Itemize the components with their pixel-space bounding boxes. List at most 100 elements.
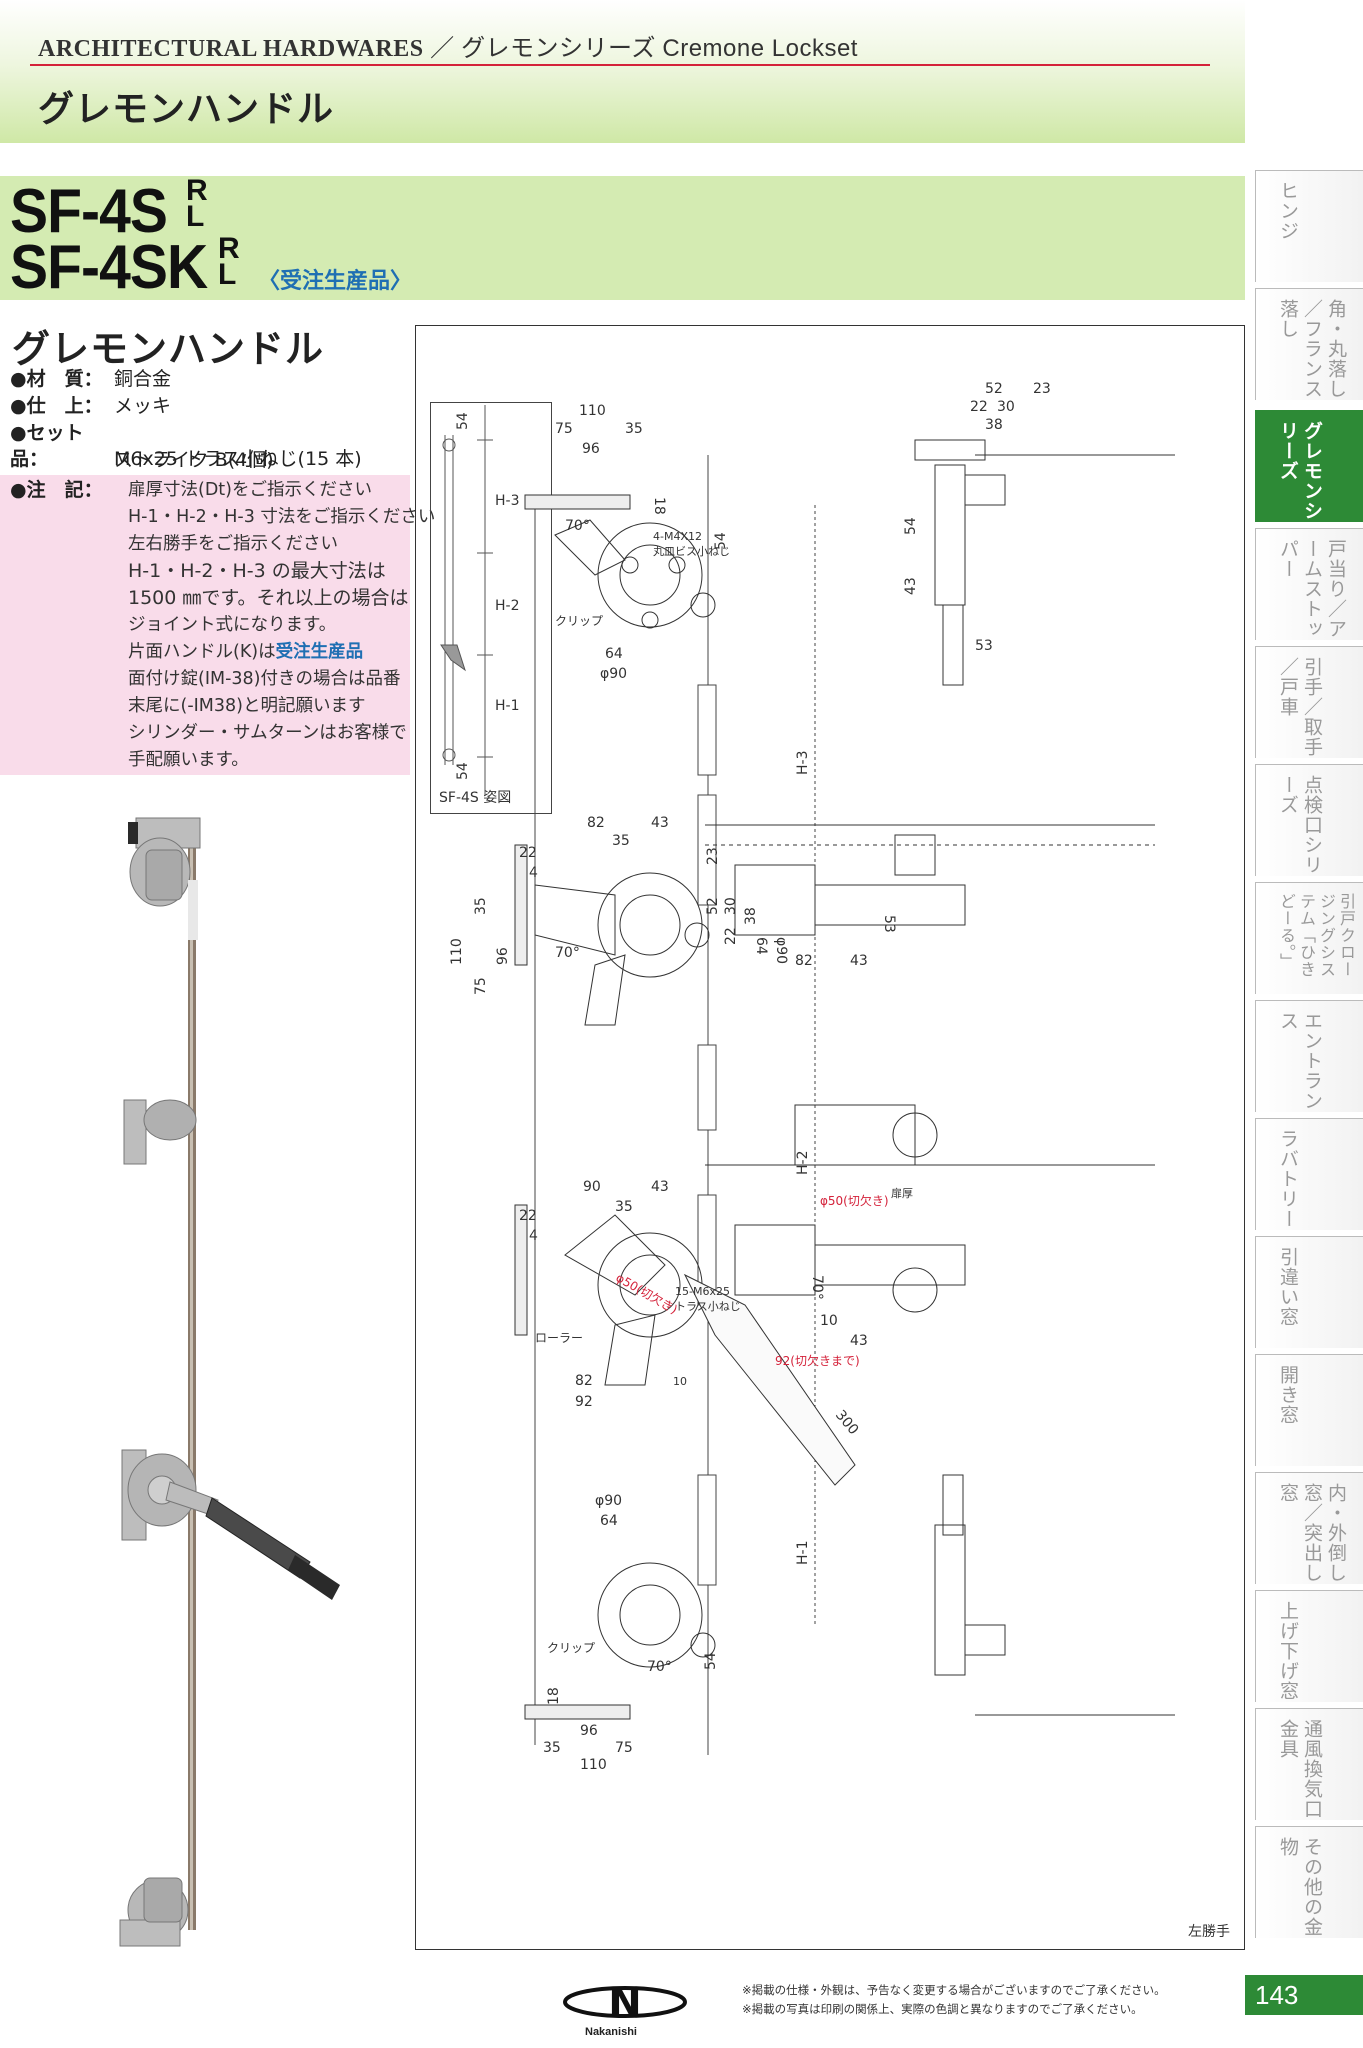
header-category-en: ARCHITECTURAL HARDWARES: [38, 36, 424, 62]
spec-material: ●材 質： 銅合金: [10, 366, 171, 392]
side-dim-52-b: 52: [705, 897, 721, 915]
side-dim-23-b: 23: [705, 847, 721, 865]
dim-110-c: 110: [580, 1757, 607, 1773]
dim-110: 110: [579, 403, 606, 419]
spec-label: ●仕 上：: [10, 395, 103, 417]
side-dim-54: 54: [903, 517, 919, 535]
tab-label: その他の金物: [1277, 1837, 1323, 1937]
dim-82: 82: [587, 815, 605, 831]
tab-label: 引違い窓: [1277, 1247, 1299, 1327]
dim-64: 64: [605, 646, 623, 662]
side-dim-23: 23: [1033, 381, 1051, 397]
tab-ventilation[interactable]: 通風換気口金具: [1255, 1708, 1363, 1820]
side-phi50-notch: φ50(切欠き): [820, 1193, 889, 1208]
tab-label: 引手／取手／戸車: [1277, 657, 1323, 757]
notes-label: ●注 記：: [10, 479, 103, 501]
tab-hinge[interactable]: ヒンジ: [1255, 170, 1363, 282]
tab-sliding-window[interactable]: 引違い窓: [1255, 1236, 1363, 1348]
note-line-k: 片面ハンドル(K)は受注生産品: [128, 639, 363, 666]
page-number: 143: [1245, 1975, 1363, 2015]
spec-set: ●セット品：M6x25 トラス小ねじ(15 本): [10, 420, 362, 472]
dim-35: 35: [625, 421, 643, 437]
technical-drawing: 54 H-3 H-2 H-1 54 SF-4S 姿図 110 75 35 96 …: [439, 381, 1175, 1773]
sketch-elevation: [440, 405, 493, 795]
notes-box: [0, 475, 410, 775]
tab-label: グレモンシリーズ: [1277, 421, 1323, 521]
tab-tilt-window[interactable]: 内・外倒し窓／突出し窓: [1255, 1472, 1363, 1584]
header-category: ARCHITECTURAL HARDWARES ／ グレモンシリーズ Cremo…: [38, 28, 858, 63]
tab-label: 戸当り／アームストッパー: [1277, 539, 1347, 639]
dim-43: 43: [651, 815, 669, 831]
dim-96-c: 96: [580, 1723, 598, 1739]
side-view-middle: [705, 824, 1155, 936]
screw-spec: 4-M4X12: [653, 530, 702, 543]
logo-letter: N: [608, 1980, 641, 2026]
dim-h2: H-2: [795, 1151, 811, 1176]
note-line: 1500 ㎜です。それ以上の場合は: [128, 587, 409, 609]
handle-assembly: [514, 1204, 856, 1486]
note-line: 末尾に(-IM38)と明記願います: [128, 696, 366, 716]
angle-70-d: 70°: [647, 1659, 672, 1675]
model2-l: L: [218, 258, 237, 291]
note-order-highlight: 受注生産品: [275, 642, 364, 662]
header-series-jp: グレモンシリーズ: [461, 34, 656, 62]
clip-label-b: クリップ: [547, 1641, 595, 1655]
dim-75-c: 75: [615, 1740, 633, 1756]
tab-casement-window[interactable]: 開き窓: [1255, 1354, 1363, 1466]
header-separator: ／: [430, 34, 455, 62]
spec-label: ●材 質：: [10, 368, 103, 390]
spec-value: メッキ: [114, 395, 172, 417]
spec-set-2: ストライク B(4個): [10, 447, 274, 473]
footer-note-2: ※掲載の写真は印刷の関係上、実際の色調と異なりますのでご了承ください。: [742, 2002, 1143, 2016]
sketch-dim-54-top: 54: [455, 412, 471, 430]
tab-door-stop[interactable]: 戸当り／アームストッパー: [1255, 528, 1363, 640]
order-note: 〈受注生産品〉: [258, 269, 413, 294]
dim-75-b: 75: [473, 977, 489, 995]
dim-54: 54: [713, 532, 729, 550]
model1-l: L: [186, 200, 205, 233]
tab-hung-window[interactable]: 上げ下げ窓: [1255, 1590, 1363, 1702]
side-dim-43-b: 43: [850, 953, 868, 969]
dim-82-b: 82: [575, 1373, 593, 1389]
dim-h3: H-3: [795, 751, 811, 776]
dim-22: 22: [519, 845, 537, 861]
tab-lavatory[interactable]: ラバトリー: [1255, 1118, 1363, 1230]
side-view-handle: [705, 1104, 1155, 1313]
tab-pull-handle[interactable]: 引手／取手／戸車: [1255, 646, 1363, 758]
header-subtitle: グレモンハンドル: [38, 89, 335, 130]
dim-35-d: 35: [615, 1199, 633, 1215]
clip-label: クリップ: [555, 614, 603, 628]
tab-access-panel[interactable]: 点検口シリーズ: [1255, 764, 1363, 876]
side-dim-43-c: 43: [850, 1333, 868, 1349]
model-name-1: SF-4S: [10, 177, 168, 246]
dim-35-c: 35: [473, 897, 489, 915]
tab-sliding-closer[interactable]: 引戸クロージングシステム「ひきどーる。」: [1255, 882, 1363, 994]
dim-75: 75: [555, 421, 573, 437]
tab-label: 通風換気口金具: [1277, 1719, 1323, 1819]
sketch-h2: H-2: [495, 598, 520, 614]
side-dim-30: 30: [997, 399, 1015, 415]
spec-value: ストライク B(4個): [114, 449, 274, 471]
dim-92: 92: [575, 1394, 593, 1410]
dim-43-b: 43: [651, 1179, 669, 1195]
tab-other-hardware[interactable]: その他の金物: [1255, 1826, 1363, 1938]
spec-value: 銅合金: [114, 368, 172, 390]
footer-note-1: ※掲載の仕様・外観は、予告なく変更する場合がございますのでご了承ください。: [742, 1983, 1166, 1997]
note-line: 面付け錠(IM-38)付きの場合は品番: [128, 669, 401, 689]
door-thickness: 扉厚: [891, 1187, 913, 1200]
dim-300: 300: [832, 1407, 861, 1438]
tab-flush-bolt[interactable]: 角・丸落し／フランス落し: [1255, 288, 1363, 400]
note-line: ジョイント式になります。: [128, 615, 337, 635]
left-hand-label: 左勝手: [1188, 1924, 1230, 1940]
model2-r: R: [218, 232, 240, 265]
side-dim-82: 82: [795, 953, 813, 969]
side-dim-38-b: 38: [743, 907, 759, 925]
side-dim-43: 43: [903, 577, 919, 595]
side-dim-52: 52: [985, 381, 1003, 397]
tab-entrance[interactable]: エントランス: [1255, 1000, 1363, 1112]
tab-cremone[interactable]: グレモンシリーズ: [1255, 410, 1363, 522]
side-dim-53-b: 53: [881, 915, 897, 933]
tab-label: エントランス: [1277, 1011, 1323, 1111]
header-series-en: Cremone Lockset: [662, 35, 858, 62]
tab-label: 開き窓: [1277, 1365, 1299, 1425]
